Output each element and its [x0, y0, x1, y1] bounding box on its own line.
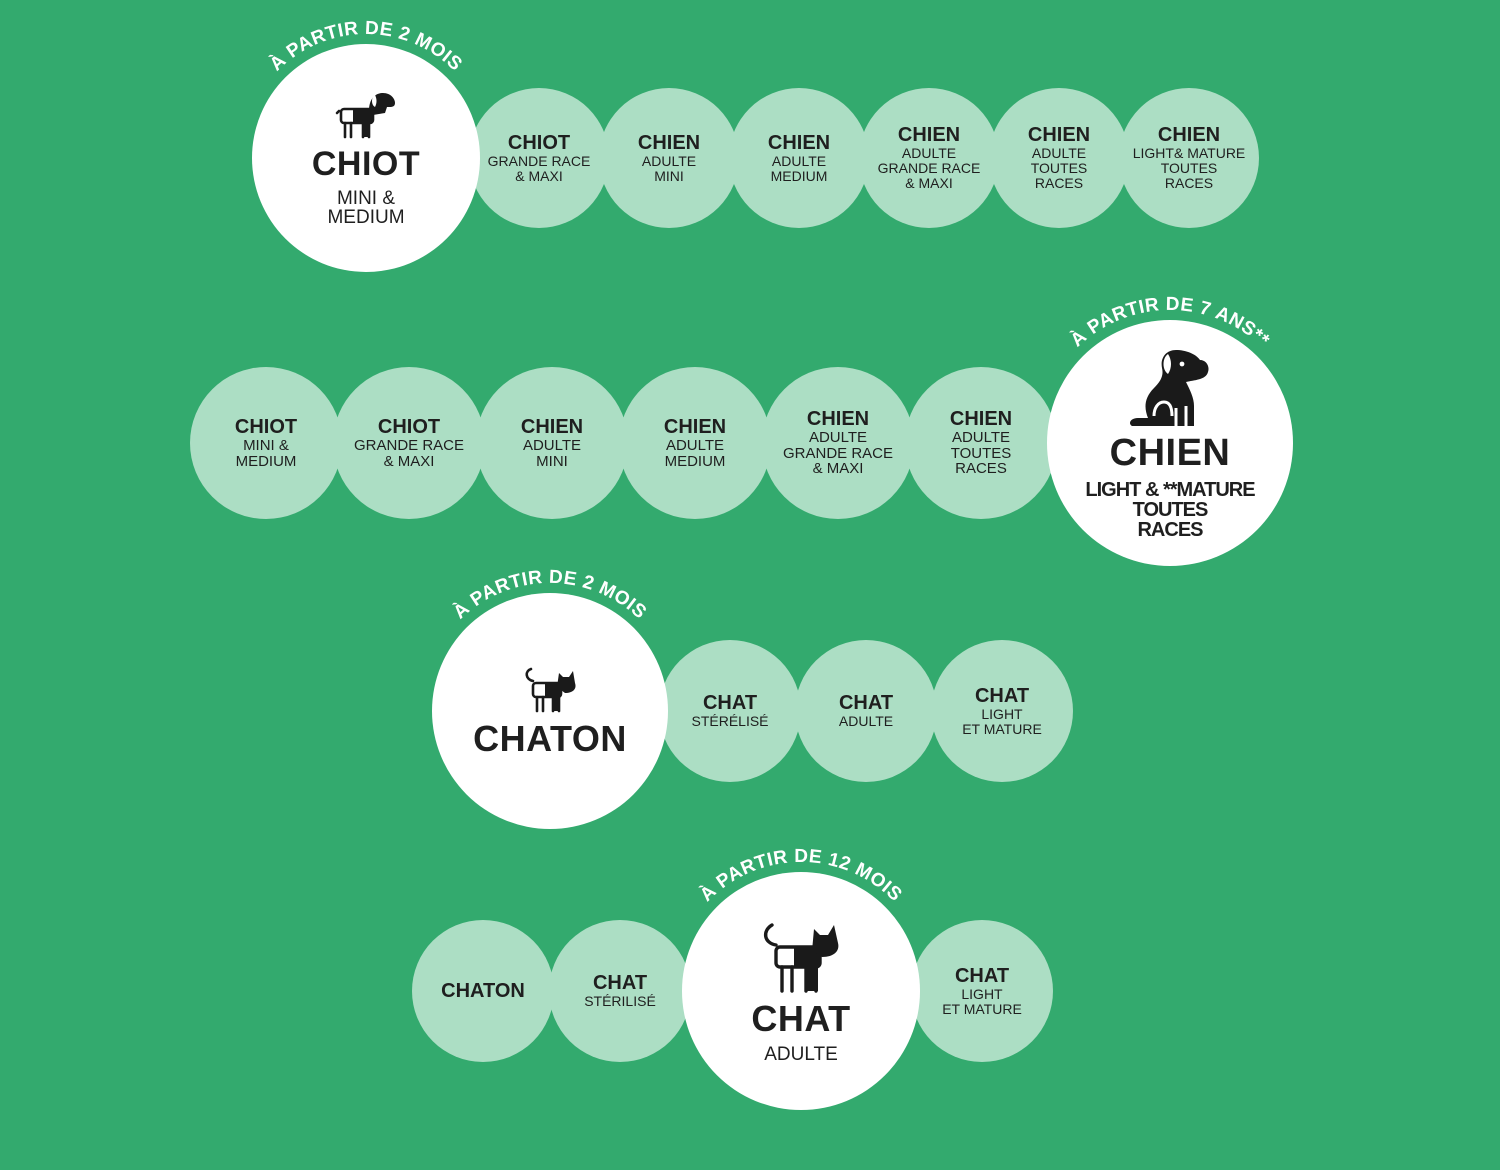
stage-subtitle: ADULTE TOUTES RACES: [1030, 145, 1088, 191]
stage-subtitle: ADULTE GRANDE RACE & MAXI: [877, 145, 981, 191]
stage-title: CHIEN: [1157, 124, 1221, 147]
stage-title: CHIEN: [637, 131, 701, 154]
stage-chaton: CHATON: [412, 920, 554, 1062]
stage-title: CHIOT: [234, 415, 298, 438]
stage-subtitle: ADULTE: [764, 1043, 838, 1065]
stage-subtitle: ADULTE TOUTES RACES: [950, 428, 1012, 478]
stage-subtitle: ADULTE: [838, 713, 894, 730]
stage-subtitle: ADULTE MINI: [641, 152, 697, 184]
stage-subtitle: LIGHT ET MATURE: [942, 985, 1022, 1017]
stage-subtitle: MINI & MEDIUM: [327, 188, 405, 228]
stage-title: CHATON: [473, 718, 627, 759]
stage-subtitle: LIGHT & **MATURE TOUTES RACES: [1085, 479, 1255, 541]
stage-subtitle: STÉRÉLISÉ: [691, 713, 769, 730]
stage-title: CHAT: [954, 964, 1010, 987]
stage-subtitle: ADULTE MEDIUM: [770, 152, 828, 184]
stage-title: CHIOT: [507, 131, 571, 154]
stage-chiot-mini-medium: CHIOT MINI & MEDIUM: [252, 44, 480, 272]
kitten-icon: [521, 665, 579, 715]
stage-subtitle: GRANDE RACE & MAXI: [353, 436, 465, 470]
stage-title: CHATON: [441, 980, 525, 1002]
stage-title: CHAT: [838, 692, 894, 715]
senior-dog-icon: [1124, 346, 1216, 428]
stage-subtitle: ADULTE GRANDE RACE & MAXI: [782, 428, 894, 478]
stage-chaton: CHATON: [432, 593, 668, 829]
stage-title: CHIEN: [767, 131, 831, 154]
stage-subtitle: GRANDE RACE & MAXI: [487, 152, 591, 184]
stage-subtitle: ADULTE MINI: [522, 436, 582, 470]
stage-title: CHIOT: [311, 145, 421, 183]
stage-title: CHIEN: [949, 407, 1013, 430]
stage-title: CHAT: [974, 684, 1030, 707]
stage-title: CHIEN: [520, 415, 584, 438]
stage-title: CHIEN: [1109, 432, 1231, 474]
stage-title: CHIOT: [377, 415, 441, 438]
stage-title: CHAT: [751, 997, 851, 1039]
stage-title: CHAT: [702, 692, 758, 715]
stage-subtitle: MINI & MEDIUM: [235, 436, 297, 470]
stage-subtitle: LIGHT ET MATURE: [962, 705, 1042, 737]
stage-title: CHIEN: [806, 407, 870, 430]
stage-title: CHAT: [592, 972, 648, 995]
stage-title: CHIEN: [663, 415, 727, 438]
stage-title: CHIEN: [897, 124, 961, 147]
puppy-icon: [335, 89, 397, 141]
stage-subtitle: STÉRILISÉ: [584, 993, 656, 1010]
stage-chien-light-mature-toutes-races: CHIEN LIGHT & **MATURE TOUTES RACES: [1047, 320, 1293, 566]
stage-subtitle: LIGHT& MATURE TOUTES RACES: [1132, 145, 1246, 191]
stage-chat-adulte: CHAT ADULTE: [682, 872, 920, 1110]
cat-icon: [760, 919, 842, 995]
stage-title: CHIEN: [1027, 124, 1091, 147]
stage-subtitle: ADULTE MEDIUM: [664, 436, 726, 470]
